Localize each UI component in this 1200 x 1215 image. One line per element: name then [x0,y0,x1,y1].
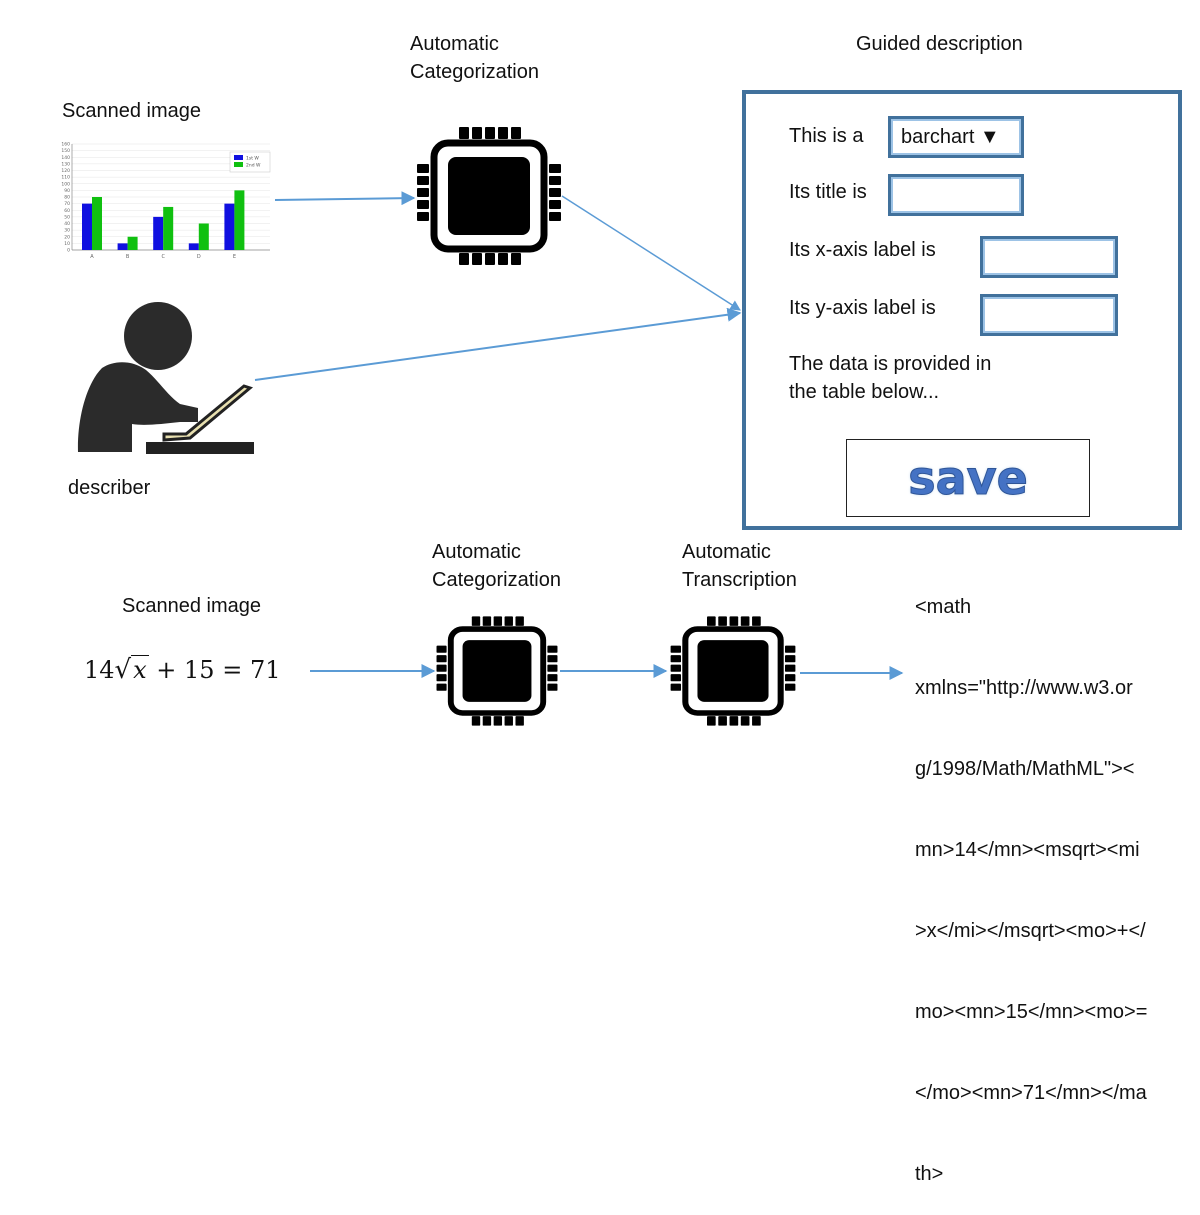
chart-type-select[interactable]: barchart ▼ [888,116,1024,158]
y-axis-input[interactable] [980,294,1118,336]
arrow-image-to-categorizer [274,191,416,206]
save-button-label: save [908,451,1029,506]
categorization-label-top-1: Automatic [410,33,499,55]
chart-type-select-value: barchart ▼ [901,126,1000,148]
chart-bar [163,206,174,250]
chart-y-tick-label: 160 [61,142,70,148]
chart-y-tick-label: 110 [61,175,70,181]
y-axis-label: Its y-axis label is [789,297,936,319]
equation-coefficient: 14 [84,656,115,684]
chart-y-tick-label: 90 [64,188,70,194]
x-axis-input[interactable] [980,236,1118,278]
mathml-output: <math xmlns="http://www.w3.or g/1998/Mat… [915,540,1200,1215]
chart-legend-swatch [234,162,243,167]
categorization-label-top-2: Categorization [410,61,539,83]
connector-arrows [254,191,904,680]
chart-x-tick-label: D [197,254,201,260]
equation-image: 14√x + 15 = 71 [84,655,280,689]
mathml-line: <math [915,596,972,618]
categorization-label-bottom-2: Categorization [432,569,561,591]
mathml-line: mn>14</mn><msqrt><mi [915,839,1140,861]
chart-x-tick-label: C [161,254,165,260]
guided-description-label: Guided description [856,33,1023,55]
chart-y-tick-label: 120 [61,168,70,174]
mathml-line: th> [915,1163,944,1185]
chart-legend-label: 2nd W [246,163,261,169]
cpu-chip-icon [417,127,561,265]
title-label: Its title is [789,181,867,203]
arrow-categorizer-to-form [561,195,741,311]
chart-y-tick-label: 40 [64,221,70,227]
chart-bar [234,190,245,250]
chart-y-tick-label: 150 [61,148,70,154]
data-text-line-2: the table below... [789,381,940,403]
chart-y-tick-label: 100 [61,181,70,187]
chart-y-tick-label: 10 [64,241,70,247]
chart-bar [82,203,92,250]
chart-bar [92,197,102,250]
equation-radicand: x [131,655,149,684]
scanned-bar-chart: 0102030405060708090100110120130140150160… [61,142,271,260]
title-input[interactable] [888,174,1024,216]
chart-y-tick-label: 60 [64,208,70,214]
chart-bar [224,203,235,250]
arrow-describer-to-form [254,307,742,381]
chart-legend-label: 1st W [246,156,259,162]
equation-rest: + 15 = 71 [148,656,281,684]
chart-y-tick-label: 130 [61,161,70,167]
categorization-label-bottom-1: Automatic [432,541,521,563]
chart-y-tick-label: 140 [61,155,70,161]
chart-legend-swatch [234,155,243,160]
chart-x-tick-label: B [126,254,130,260]
mathml-line: g/1998/Math/MathML">< [915,758,1135,780]
cpu-chip-icon [436,616,558,726]
mathml-line: >x</mi></msqrt><mo>+</ [915,920,1146,942]
transcription-label-2: Transcription [682,569,797,591]
chart-y-tick-label: 30 [64,228,70,234]
chart-bar [117,243,128,250]
describer-label: describer [68,477,151,499]
chart-bar [153,216,164,250]
data-text-line-1: The data is provided in [789,353,992,375]
chart-y-tick-label: 20 [64,234,70,240]
cpu-chip-icon [670,616,796,726]
scanned-image-label-top: Scanned image [62,100,201,122]
mathml-line: xmlns="http://www.w3.or [915,677,1133,699]
chart-y-tick-label: 80 [64,195,70,201]
mathml-line: mo><mn>15</mn><mo>= [915,1001,1148,1023]
sqrt-symbol: √ [114,655,132,685]
mathml-line: </mo><mn>71</mn></ma [915,1082,1147,1104]
chart-bar [127,236,138,250]
chart-bar [188,243,199,250]
transcription-label-1: Automatic [682,541,771,563]
scanned-image-label-bottom: Scanned image [122,595,261,617]
chart-y-tick-label: 0 [67,248,70,254]
chart-x-tick-label: E [233,254,236,260]
chart-bar [198,223,209,250]
chart-x-tick-label: A [90,254,94,260]
save-button[interactable]: save [846,439,1090,517]
this-is-a-label: This is a [789,125,864,147]
chart-y-tick-label: 50 [64,214,70,220]
x-axis-label: Its x-axis label is [789,239,936,261]
guided-description-form: This is a barchart ▼ Its title is Its x-… [742,90,1182,530]
chart-y-tick-label: 70 [64,201,70,207]
describer-person-icon [77,302,254,454]
